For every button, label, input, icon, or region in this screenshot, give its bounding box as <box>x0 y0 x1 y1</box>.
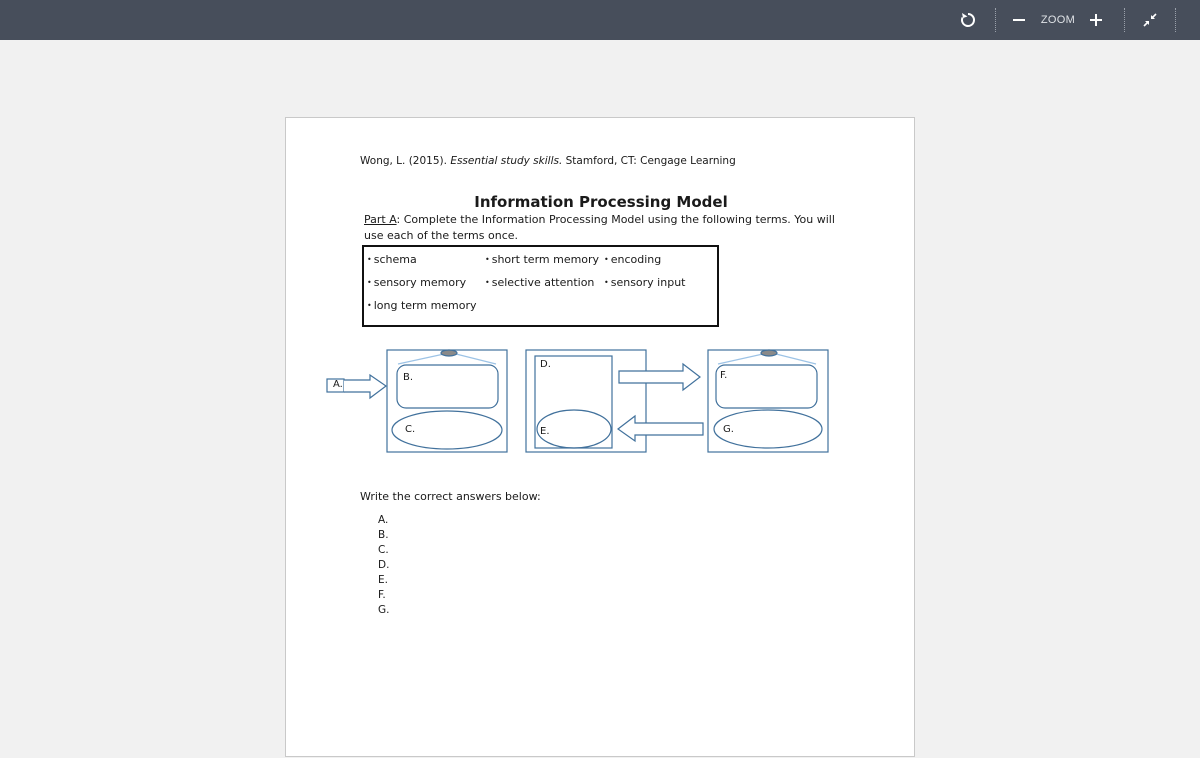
box-f <box>715 364 818 409</box>
ellipse-e <box>536 409 612 449</box>
citation: Wong, L. (2015). Essential study skills.… <box>360 155 736 167</box>
label-d: D. <box>540 359 551 370</box>
answer-line: G. <box>378 604 390 616</box>
minus-icon <box>1013 19 1025 21</box>
toolbar-divider <box>1175 8 1176 32</box>
rotate-icon <box>961 13 975 27</box>
term-item: •short term memory <box>485 253 600 266</box>
term-item: •sensory memory <box>367 276 467 289</box>
answers-title: Write the correct answers below: <box>360 490 541 503</box>
term-item: •long term memory <box>367 299 477 312</box>
answer-line: B. <box>378 529 389 541</box>
zoom-in-button[interactable] <box>1086 0 1106 40</box>
answer-line: A. <box>378 514 389 526</box>
term-item: •sensory input <box>604 276 686 289</box>
rotate-button[interactable] <box>955 0 981 40</box>
document-page: Wong, L. (2015). Essential study skills.… <box>285 117 915 757</box>
box-b <box>396 364 499 409</box>
part-a-label: Part A <box>364 213 397 226</box>
citation-publisher: Stamford, CT: Cengage Learning <box>562 155 736 167</box>
label-e: E. <box>540 426 550 437</box>
answer-line: D. <box>378 559 390 571</box>
viewer-toolbar: ZOOM <box>0 0 1200 40</box>
term-item: •schema <box>367 253 417 266</box>
ellipse-c <box>391 410 503 450</box>
document-title: Information Processing Model <box>474 193 728 211</box>
encoding-arrow <box>618 362 701 392</box>
citation-author: Wong, L. (2015). <box>360 155 451 167</box>
term-item: •encoding <box>604 253 662 266</box>
retrieval-arrow <box>616 414 704 443</box>
citation-title: Essential study skills. <box>450 155 563 167</box>
exit-fullscreen-button[interactable] <box>1139 0 1161 40</box>
information-processing-diagram <box>326 349 829 453</box>
term-item: •selective attention <box>485 276 595 289</box>
memory-box <box>525 349 647 453</box>
toolbar-divider <box>1124 8 1125 32</box>
instructions: Part A: Complete the Information Process… <box>364 212 844 244</box>
answer-line: C. <box>378 544 389 556</box>
instructions-text: : Complete the Information Processing Mo… <box>364 213 835 242</box>
collapse-arrows-icon <box>1143 13 1157 27</box>
label-c: C. <box>405 424 416 435</box>
terms-box: •schema •short term memory •encoding •se… <box>362 245 719 327</box>
label-b: B. <box>403 372 414 383</box>
zoom-out-button[interactable] <box>1009 0 1029 40</box>
answer-line: F. <box>378 589 386 601</box>
ellipse-g <box>713 409 823 449</box>
input-arrow <box>344 373 388 400</box>
zoom-label: ZOOM <box>1040 14 1076 26</box>
label-f: F. <box>720 370 728 381</box>
plus-icon <box>1090 14 1102 26</box>
answer-line: E. <box>378 574 388 586</box>
label-g: G. <box>723 424 734 435</box>
toolbar-divider <box>995 8 996 32</box>
label-a: A. <box>333 379 343 390</box>
